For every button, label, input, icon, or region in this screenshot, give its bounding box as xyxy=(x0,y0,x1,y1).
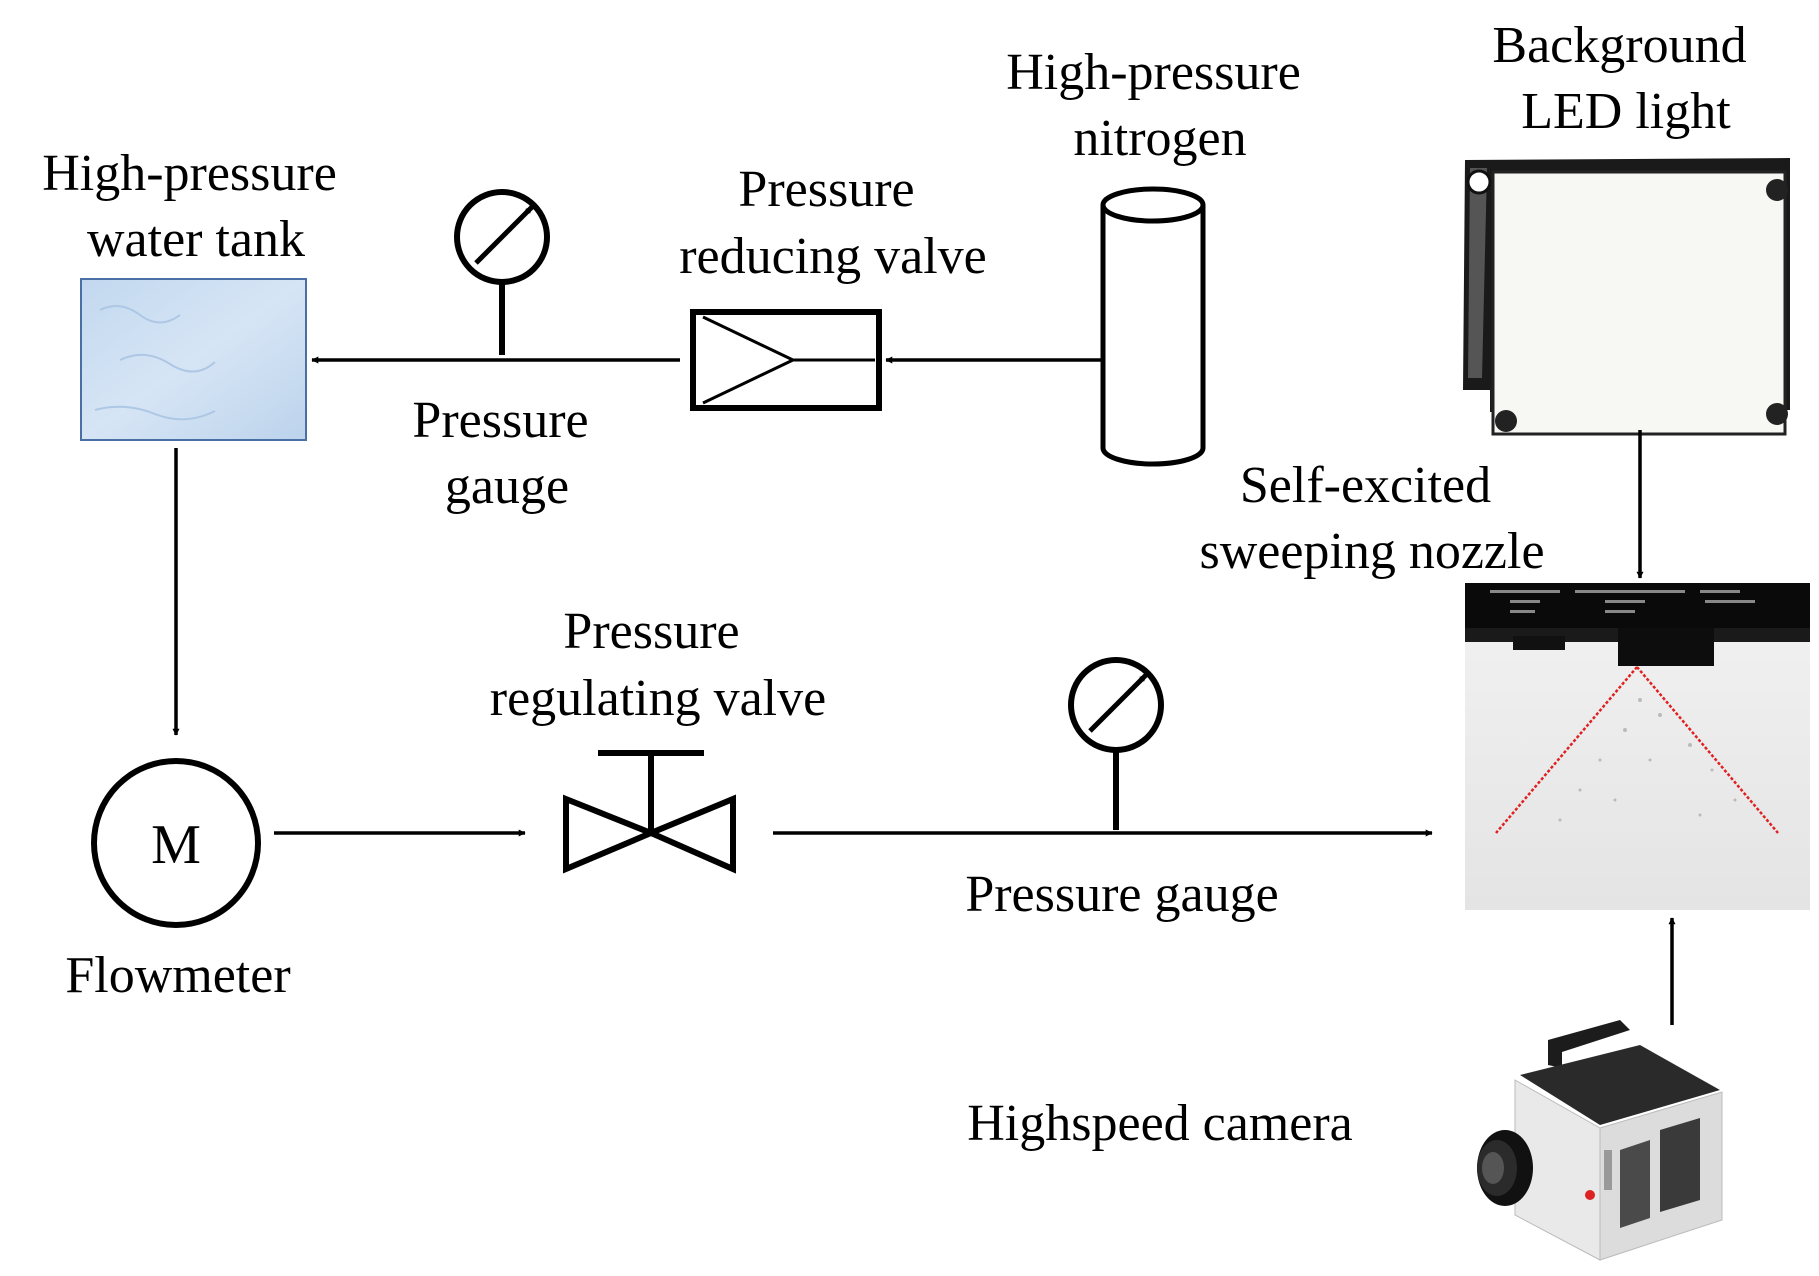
pressure-gauge-top xyxy=(454,189,550,355)
reducing-valve-label: Pressure reducing valve xyxy=(679,161,987,285)
highspeed-camera xyxy=(1477,1020,1723,1261)
pressure-gauge-top-label: Pressure gauge xyxy=(412,392,601,515)
flowmeter-symbol: M xyxy=(151,814,201,876)
pressure-gauge-bottom-label: Pressure gauge xyxy=(965,866,1278,923)
overlay-readout xyxy=(1490,590,1755,613)
spray-mist xyxy=(1558,698,1737,822)
regulating-valve-label: Pressure regulating valve xyxy=(490,603,826,727)
nitrogen-label: High-pressure nitrogen xyxy=(1006,44,1314,167)
flowmeter-label: Flowmeter xyxy=(65,947,290,1004)
pressure-regulating-valve xyxy=(563,750,736,874)
nozzle-label: Self-excited sweeping nozzle xyxy=(1199,457,1544,580)
water-tank-label: High-pressure water tank xyxy=(42,145,350,268)
nozzle-spray-image xyxy=(1465,583,1810,910)
led-light-label: Background LED light xyxy=(1492,17,1759,140)
flowmeter xyxy=(91,758,261,928)
water-tank xyxy=(80,278,307,441)
led-light-panel xyxy=(1463,158,1790,436)
camera-label: Highspeed camera xyxy=(967,1095,1352,1152)
pressure-gauge-bottom xyxy=(1068,657,1164,830)
nitrogen-cylinder xyxy=(1100,186,1206,467)
pressure-reducing-valve xyxy=(690,309,882,411)
